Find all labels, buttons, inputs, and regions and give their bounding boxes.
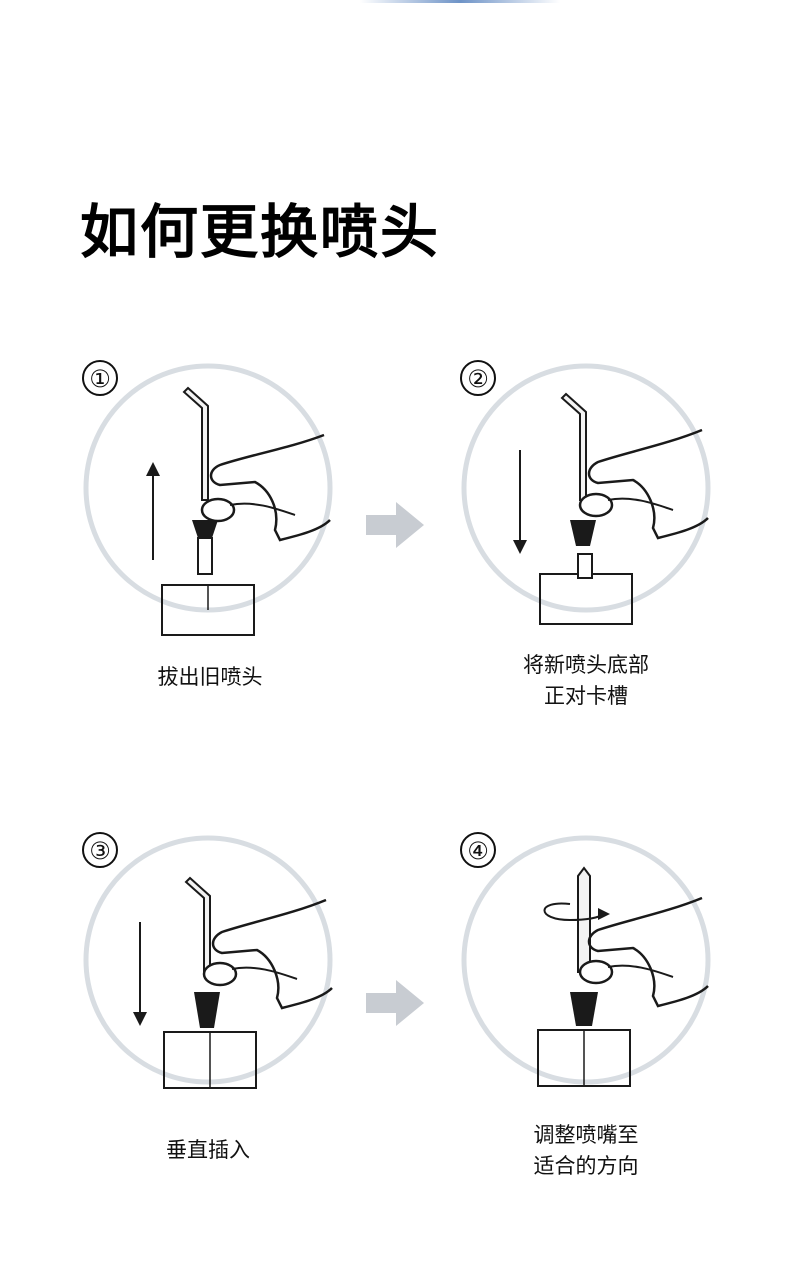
step-2-caption: 将新喷头底部 正对卡槽 [466,650,706,712]
flow-arrow-icon [366,502,424,548]
hand-icon [211,898,333,1010]
step-1-number: ① [89,365,111,393]
nozzle-icon [560,392,587,501]
step-4-caption-line-2: 适合的方向 [533,1154,639,1178]
step-4-illustration: ④ [460,832,711,1087]
hand-icon [587,896,709,1008]
step-1-caption: 拔出旧喷头 [90,662,330,693]
step-3-number: ③ [89,837,111,865]
step-2-caption-line-1: 将新喷头底部 [523,653,649,677]
step-3-number-badge [82,832,118,868]
top-accent-bar [360,0,560,3]
step-2-illustration: ② [460,360,711,625]
step-1-illustration: ① [82,360,333,636]
hand-icon [587,428,709,540]
step-1-caption-line-1: 拔出旧喷头 [157,665,263,689]
rotate-arrow-icon [543,902,605,922]
step-3-caption-line-1: 垂直插入 [166,1138,250,1162]
step-4-number-badge [460,832,496,868]
step-3-caption: 垂直插入 [88,1135,328,1166]
step-4-caption-line-1: 调整喷嘴至 [533,1123,639,1147]
step-2-number-badge [460,360,496,396]
step-4-caption: 调整喷嘴至 适合的方向 [466,1120,706,1182]
step-1-number-badge [82,360,118,396]
hand-icon [209,433,331,542]
step-3-illustration: ③ [82,832,333,1089]
flow-arrow-icon [366,980,424,1026]
step-2-caption-line-2: 正对卡槽 [544,684,628,708]
nozzle-icon [182,386,209,501]
page-title: 如何更换喷头 [80,198,441,266]
step-2-number: ② [467,365,489,393]
step-4-number: ④ [467,837,489,865]
